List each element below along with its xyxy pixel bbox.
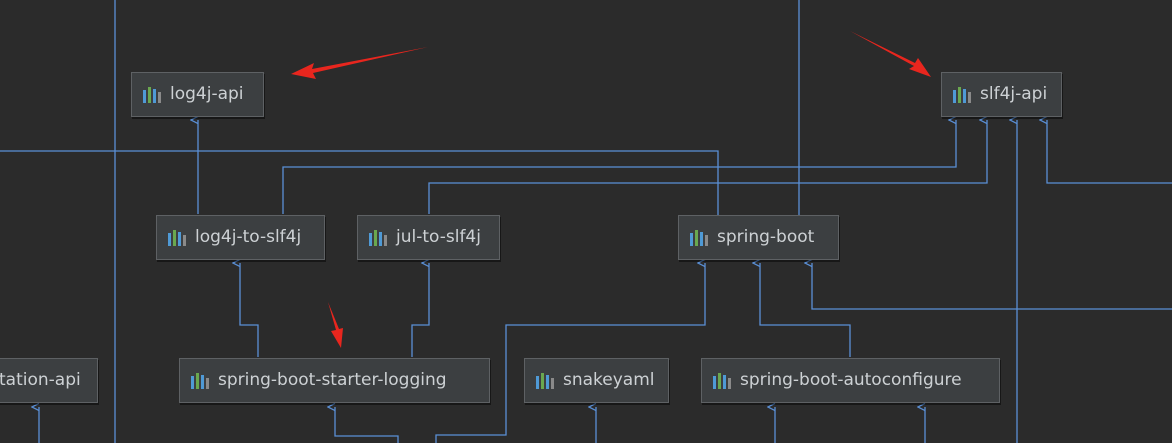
node-label: spring-boot-autoconfigure [740,370,962,390]
node-spring-boot-starter-logging[interactable]: spring-boot-starter-logging [179,358,490,403]
edge-starter-logging-to-log4j-to-slf4j [240,263,259,357]
edge-log4j-to-slf4j-to-slf4j-api [282,120,957,214]
node-label: log4j-to-slf4j [195,227,302,247]
maven-library-icon [191,372,209,389]
edge-right-to-slf4j-api [1047,120,1172,184]
node-label: jul-to-slf4j [396,227,481,247]
maven-library-icon [713,372,731,389]
node-label: tation-api [0,370,81,390]
maven-library-icon [168,229,186,246]
node-label: log4j-api [170,84,244,104]
node-log4j-api[interactable]: log4j-api [131,72,264,117]
maven-library-icon [953,86,971,103]
node-spring-boot-autoconfigure[interactable]: spring-boot-autoconfigure [701,358,1000,403]
node-spring-boot[interactable]: spring-boot [678,215,839,260]
node-label: snakeyaml [563,370,655,390]
node-slf4j-api[interactable]: slf4j-api [941,72,1062,117]
edge-jul-to-slf4j-to-slf4j-api [428,120,988,214]
node-log4j-to-slf4j[interactable]: log4j-to-slf4j [156,215,325,260]
edge-autoconfigure-to-spring-boot [760,263,851,357]
edge-bottom-to-spring-boot [435,263,706,443]
red-arrow-icon [850,31,931,77]
maven-library-icon [690,229,708,246]
node-annotation-api[interactable]: tation-api [0,358,98,403]
node-label: slf4j-api [980,84,1048,104]
node-label: spring-boot-starter-logging [218,370,447,390]
edge-right-to-spring-boot [812,263,1172,310]
red-arrow-icon [291,47,428,79]
node-label: spring-boot [717,227,815,247]
maven-library-icon [369,229,387,246]
maven-library-icon [143,86,161,103]
maven-library-icon [536,372,554,389]
edge-line [0,150,719,216]
edge-starter-logging-to-jul-to-slf4j [411,263,430,357]
node-jul-to-slf4j[interactable]: jul-to-slf4j [357,215,500,260]
edge-bottom-to-starter-logging [335,407,399,443]
red-arrow-icon [328,302,343,348]
node-snakeyaml[interactable]: snakeyaml [524,358,669,403]
